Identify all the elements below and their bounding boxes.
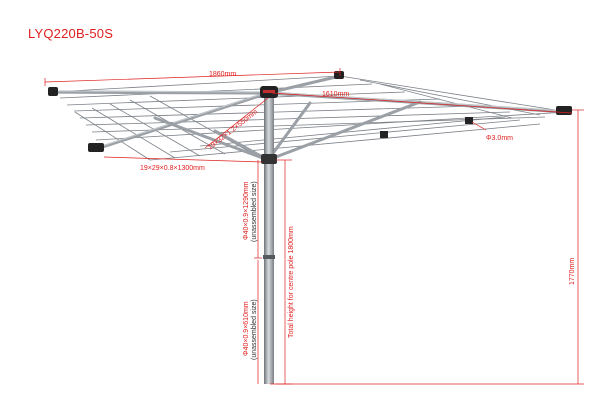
upper-pole xyxy=(264,92,274,257)
dim-overall-width xyxy=(44,68,341,86)
dim-arm-length xyxy=(271,92,573,114)
lower-pole xyxy=(264,257,274,384)
label-overall-width: 1860mm xyxy=(209,71,236,78)
clothes-lines xyxy=(51,75,569,161)
dim-line-diameter xyxy=(471,121,487,131)
dim-overall-height xyxy=(270,109,584,385)
label-arm-length: 1610mm xyxy=(322,91,349,98)
label-upper-pole: Φ40×0.9×1290mm xyxy=(243,181,250,240)
label-lower-pole-note: (unassembled size) xyxy=(251,299,258,360)
braces xyxy=(153,100,422,162)
dim-arm-brace xyxy=(204,97,269,149)
label-line-diameter: Φ3.0mm xyxy=(486,135,513,142)
dim-arm-section xyxy=(103,156,263,163)
label-overall-height: 1770mm xyxy=(569,258,576,285)
label-lower-pole: Φ40×0.9×610mm xyxy=(243,301,250,356)
brace-hub xyxy=(261,154,277,164)
label-upper-pole-note: (unassembled size) xyxy=(251,181,258,242)
label-centre-pole-height: Total height for centre pole 1800mm xyxy=(288,226,295,338)
model-title: LYQ220B-50S xyxy=(28,26,114,41)
label-arm-section: 19×29×0.8×1300mm xyxy=(140,165,205,172)
